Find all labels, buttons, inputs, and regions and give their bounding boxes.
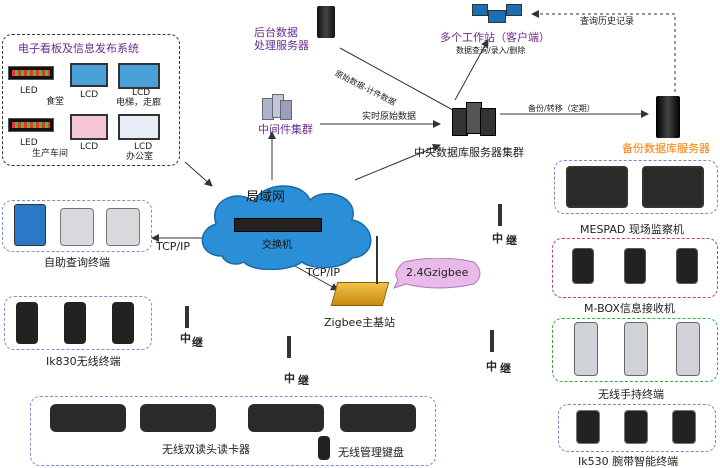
mespad-panel [554, 160, 718, 214]
lcd-board-icon [118, 114, 160, 140]
handheld-label: 无线手持终端 [598, 388, 664, 401]
query-history-label: 查询历史记录 [580, 17, 635, 27]
ik830-panel [4, 296, 152, 350]
backup-server-label: 备份数据库服务器 [622, 142, 710, 155]
backend-server-label-2: 处理服务器 [254, 39, 309, 52]
board-item-place-6: 办公室 [126, 152, 154, 162]
board-item-place-3: 电梯，走廊 [116, 98, 162, 108]
mbox-device-icon [676, 248, 698, 284]
board-item-type-4: LED [20, 138, 38, 148]
relay-antenna-icon [490, 330, 494, 352]
antenna-icon [376, 236, 378, 284]
middleware-icon [262, 92, 292, 120]
ik530-device-icon [624, 410, 648, 444]
relay-label: 继 [500, 362, 511, 375]
ik530-panel [558, 404, 716, 452]
workstation-icon [466, 4, 526, 30]
board-item-place-1: 食堂 [46, 97, 65, 107]
card-reader-icon [60, 208, 94, 246]
lcd-board-icon [70, 63, 108, 87]
board-item-type-1: LED [20, 86, 38, 96]
relay-label: 中 [284, 372, 295, 385]
mbox-device-icon [572, 248, 594, 284]
middleware-label: 中间件集群 [258, 123, 313, 136]
mespad-device-icon [566, 166, 628, 208]
backup-server-icon [656, 96, 680, 138]
switch-icon [234, 218, 322, 232]
zigbee-bubble [393, 258, 481, 289]
card-reader-device-icon [140, 404, 216, 432]
lcd-board-icon [70, 114, 108, 140]
board-item-type-6: LCD [134, 142, 153, 152]
relay-label: 中 [492, 232, 503, 245]
self-query-label: 自助查询终端 [44, 256, 110, 269]
board-item-type-5: LCD [80, 142, 99, 152]
board-panel-title: 电子看板及信息发布系统 [18, 42, 139, 55]
ik530-device-icon [576, 410, 600, 444]
handheld-device-icon [574, 322, 598, 376]
keyboard-label: 无线管理键盘 [338, 446, 404, 459]
workstation-ops-label: 数据查询/录入/删除 [456, 46, 526, 55]
card-reader-device-icon [340, 404, 416, 432]
zigbee-band-label: 2.4Gzigbee [406, 266, 469, 279]
switch-label: 交换机 [262, 240, 292, 251]
zigbee-station-icon [330, 282, 390, 306]
ik830-device-icon [112, 302, 134, 344]
relay-antenna-icon [498, 204, 502, 226]
realtime-raw-label: 实时原始数据 [362, 112, 417, 122]
relay-label: 继 [506, 234, 517, 247]
central-db-icon [452, 100, 498, 138]
mespad-label: MESPAD 现场监察机 [580, 223, 684, 236]
relay-antenna-icon [185, 306, 189, 328]
ik530-label: Ik530 腕带智能终端 [578, 455, 679, 468]
mbox-device-icon [624, 248, 646, 284]
mespad-device-icon [642, 166, 704, 208]
central-db-label: 中央数据库服务器集群 [414, 146, 524, 159]
mbox-panel [552, 238, 718, 298]
tcpip-bottom-label: TCP/IP [306, 266, 340, 279]
backend-server-label: 后台数据 [254, 26, 298, 39]
card-reader-device-icon [248, 404, 324, 432]
led-board-icon [8, 66, 54, 80]
tcpip-left-label: TCP/IP [156, 240, 190, 253]
lan-label: 局域网 [246, 190, 286, 205]
lcd-board-icon [118, 63, 160, 89]
relay-label: 中 [486, 360, 497, 373]
card-reader-icon [106, 208, 140, 246]
keyboard-device-icon [318, 436, 330, 460]
board-item-type-3: LCD [132, 88, 151, 98]
ik830-device-icon [16, 302, 38, 344]
relay-antenna-icon [287, 336, 291, 358]
board-item-type-2: LCD [80, 90, 99, 100]
card-reader-device-icon [50, 404, 126, 432]
backup-transfer-label: 备份/转移（定期） [528, 104, 595, 113]
ik530-device-icon [672, 410, 696, 444]
backend-server-icon [317, 6, 335, 38]
relay-label: 继 [192, 336, 203, 349]
reader-panel [30, 396, 436, 466]
board-item-place-4: 生产车间 [32, 149, 69, 159]
zigbee-station-label: Zigbee主基站 [324, 316, 396, 329]
mbox-label: M-BOX信息接收机 [584, 302, 675, 315]
handheld-panel [552, 318, 718, 382]
ik830-device-icon [64, 302, 86, 344]
relay-label: 继 [298, 374, 309, 387]
workstations-label: 多个工作站（客户端） [440, 31, 550, 44]
ik830-label: Ik830无线终端 [46, 355, 121, 368]
handheld-device-icon [676, 322, 700, 376]
self-query-panel [2, 200, 152, 252]
reader-label: 无线双读头读卡器 [162, 443, 250, 456]
board-panel [2, 34, 180, 166]
relay-label: 中 [180, 332, 191, 345]
kiosk-icon [14, 204, 46, 246]
led-board-icon [8, 118, 54, 132]
handheld-device-icon [624, 322, 648, 376]
